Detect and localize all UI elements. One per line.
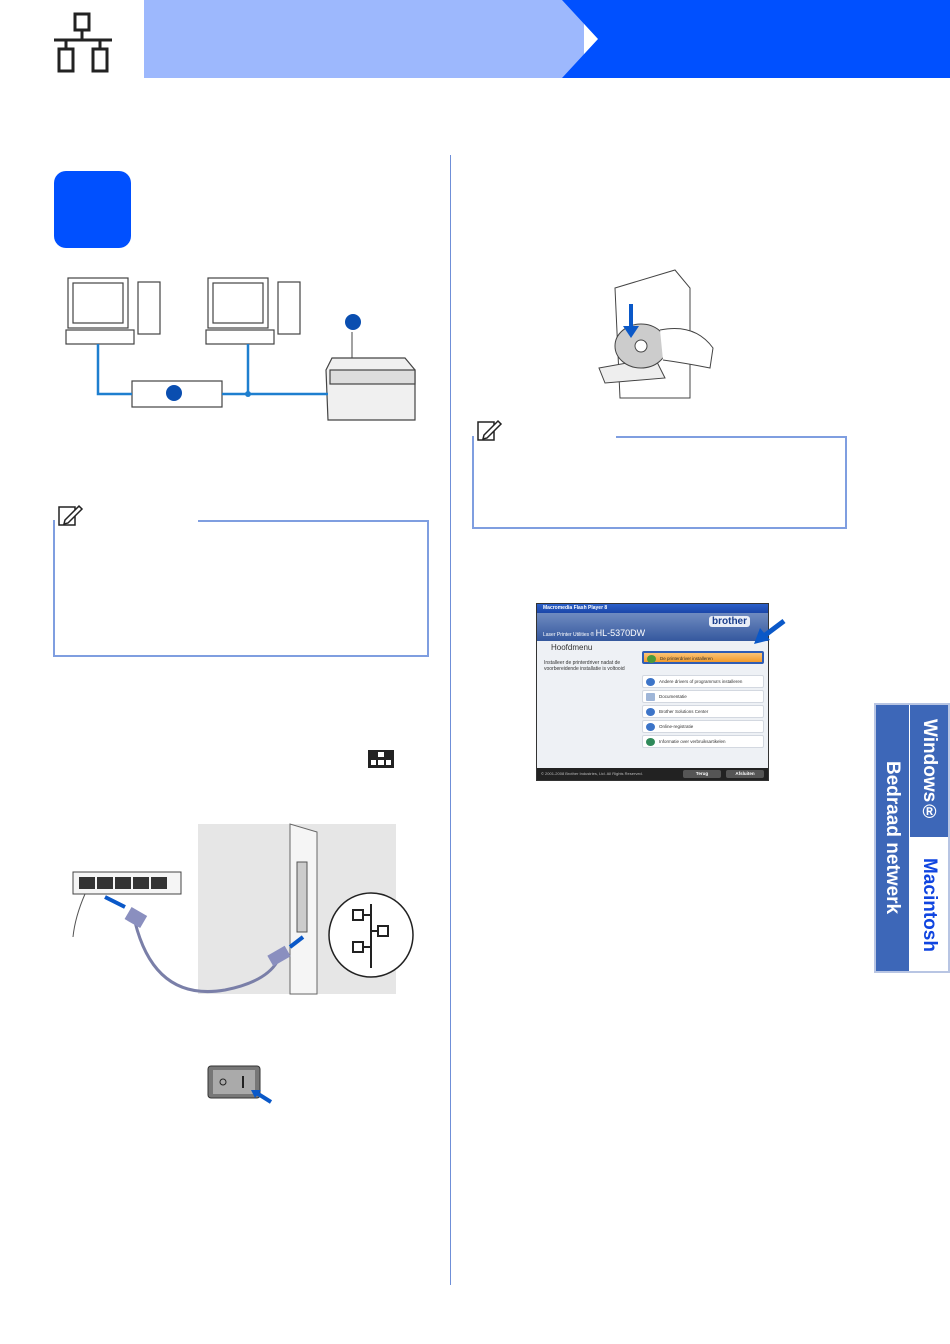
tab-wired-network[interactable]: Bedraad netwerk [876,705,909,971]
menu-item-label: De printerdriver installeren [660,656,713,661]
tab-macintosh[interactable]: Macintosh [910,838,948,971]
globe-icon [646,708,655,716]
note-border [616,436,847,438]
back-button[interactable]: Terug [683,770,721,778]
column-divider [450,155,451,1285]
model-name: HL-5370DW [595,628,646,638]
menu-item-documentation[interactable]: Documentatie [642,690,764,703]
menu-item-online-registration[interactable]: Online-registratie [642,720,764,733]
menu-item-supplies-info[interactable]: Informatie over verbruiksartikelen [642,735,764,748]
network-icon [54,12,112,73]
tab-windows[interactable]: Windows® [910,705,948,837]
arrow-pointer-icon [754,619,786,644]
menu-item-install-driver[interactable]: De printerdriver installeren [642,651,764,664]
menu-item-label: Brother Solutions Center [659,709,709,714]
cd-insert-illustration [598,269,714,399]
header-banner [144,0,584,78]
note-icon [58,504,84,526]
installer-dialog: Macromedia Flash Player 8 brother Laser … [536,603,769,781]
note-box [472,436,847,529]
copyright: © 2001-2008 Brother Industries, Ltd. All… [541,771,643,776]
power-switch-illustration [207,1065,273,1104]
menu-item-other-drivers[interactable]: Andere drivers of programma's installere… [642,675,764,688]
callout-marker [166,385,182,401]
dialog-title: Macromedia Flash Player 8 [537,604,768,613]
install-icon [647,655,656,663]
step-badge [54,171,131,248]
menu-item-label: Documentatie [659,694,687,699]
cable-connection-illustration [72,823,414,995]
note-icon [477,419,503,441]
menu-item-label: Andere drivers of programma's installere… [659,679,743,684]
menu-title: Hoofdmenu [551,643,593,652]
registration-icon [646,723,655,731]
menu-description: Installeer de printerdriver nadat de voo… [544,660,625,672]
callout-marker [345,314,361,330]
exit-button[interactable]: Afsluiten [726,770,764,778]
network-diagram [65,277,416,421]
note-box [53,520,429,657]
menu-item-solutions-center[interactable]: Brother Solutions Center [642,705,764,718]
tools-icon [646,678,655,686]
side-tab-frame [874,703,950,973]
menu-item-label: Online-registratie [659,724,694,729]
header-banner-active [562,0,950,78]
network-port-icon [368,750,394,768]
document-icon [646,693,655,701]
note-border [198,520,429,522]
product-prefix: Laser Printer Utilities ® [543,632,595,638]
brand-logo: brother [709,616,750,627]
globe-icon [646,738,655,746]
menu-item-label: Informatie over verbruiksartikelen [659,739,726,744]
